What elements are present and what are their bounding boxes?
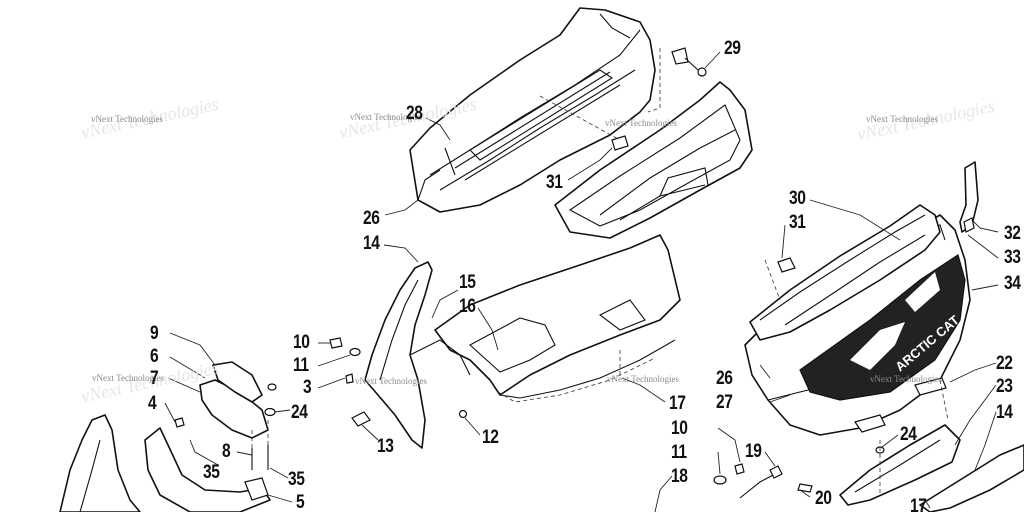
callout-11: 11 [671, 442, 687, 463]
callout-29: 29 [724, 38, 741, 59]
callout-30: 30 [789, 188, 806, 209]
callout-20: 20 [815, 488, 832, 509]
callout-5: 5 [296, 492, 305, 513]
front-nose-part [59, 361, 271, 513]
callout-3: 3 [303, 377, 312, 398]
windshield-upper-part [554, 81, 753, 239]
callout-31: 31 [789, 212, 806, 233]
hood-upper-part [409, 7, 656, 213]
watermark: vNext Technologies [870, 374, 942, 384]
watermark: vNext Technologies [605, 118, 677, 128]
side-rail-left-part [364, 261, 471, 449]
hardware-parts [174, 47, 885, 499]
callout-10: 10 [293, 332, 310, 353]
callout-26: 26 [716, 368, 733, 389]
callout-19: 19 [745, 441, 762, 462]
callout-33: 33 [1004, 247, 1021, 268]
callout-24: 24 [900, 424, 917, 445]
callout-18: 18 [671, 466, 688, 487]
callout-31: 31 [546, 172, 563, 193]
callout-9: 9 [150, 323, 159, 344]
callout-15: 15 [459, 272, 476, 293]
callout-17: 17 [669, 393, 686, 414]
callout-35: 35 [288, 469, 305, 490]
callout-34: 34 [1004, 273, 1021, 294]
callout-26: 26 [363, 208, 380, 229]
watermark: vNext Technologies [866, 114, 938, 124]
callout-24: 24 [291, 402, 308, 423]
callout-10: 10 [671, 418, 688, 439]
watermark: vNext Technologies [355, 376, 427, 386]
callout-11: 11 [293, 355, 309, 376]
watermark: vNext Technologies [91, 114, 163, 124]
callout-4: 4 [148, 393, 157, 414]
callout-32: 32 [1004, 223, 1021, 244]
callout-8: 8 [222, 441, 231, 462]
mounting-plates-part [839, 377, 1024, 513]
callout-13: 13 [377, 436, 394, 457]
callout-28: 28 [406, 103, 423, 124]
leader-lines [164, 51, 999, 513]
callout-22: 22 [996, 353, 1013, 374]
callout-14: 14 [363, 233, 380, 254]
callout-14: 14 [996, 402, 1013, 423]
callout-12: 12 [482, 427, 499, 448]
watermark: vNext Technologies [350, 112, 422, 122]
callout-23: 23 [996, 376, 1013, 397]
watermark: vNext Technologies [607, 374, 679, 384]
callout-27: 27 [716, 392, 733, 413]
belly-pan-part [434, 234, 681, 403]
callout-17: 17 [910, 496, 927, 517]
guide-lines [251, 48, 949, 495]
windshield-lower-right-part [749, 204, 941, 341]
callout-16: 16 [459, 296, 476, 317]
callout-35: 35 [203, 462, 220, 483]
bracket-32-part [959, 161, 979, 233]
watermark: vNext Technologies [92, 373, 164, 383]
callout-7: 7 [150, 368, 159, 389]
callout-6: 6 [150, 346, 159, 367]
